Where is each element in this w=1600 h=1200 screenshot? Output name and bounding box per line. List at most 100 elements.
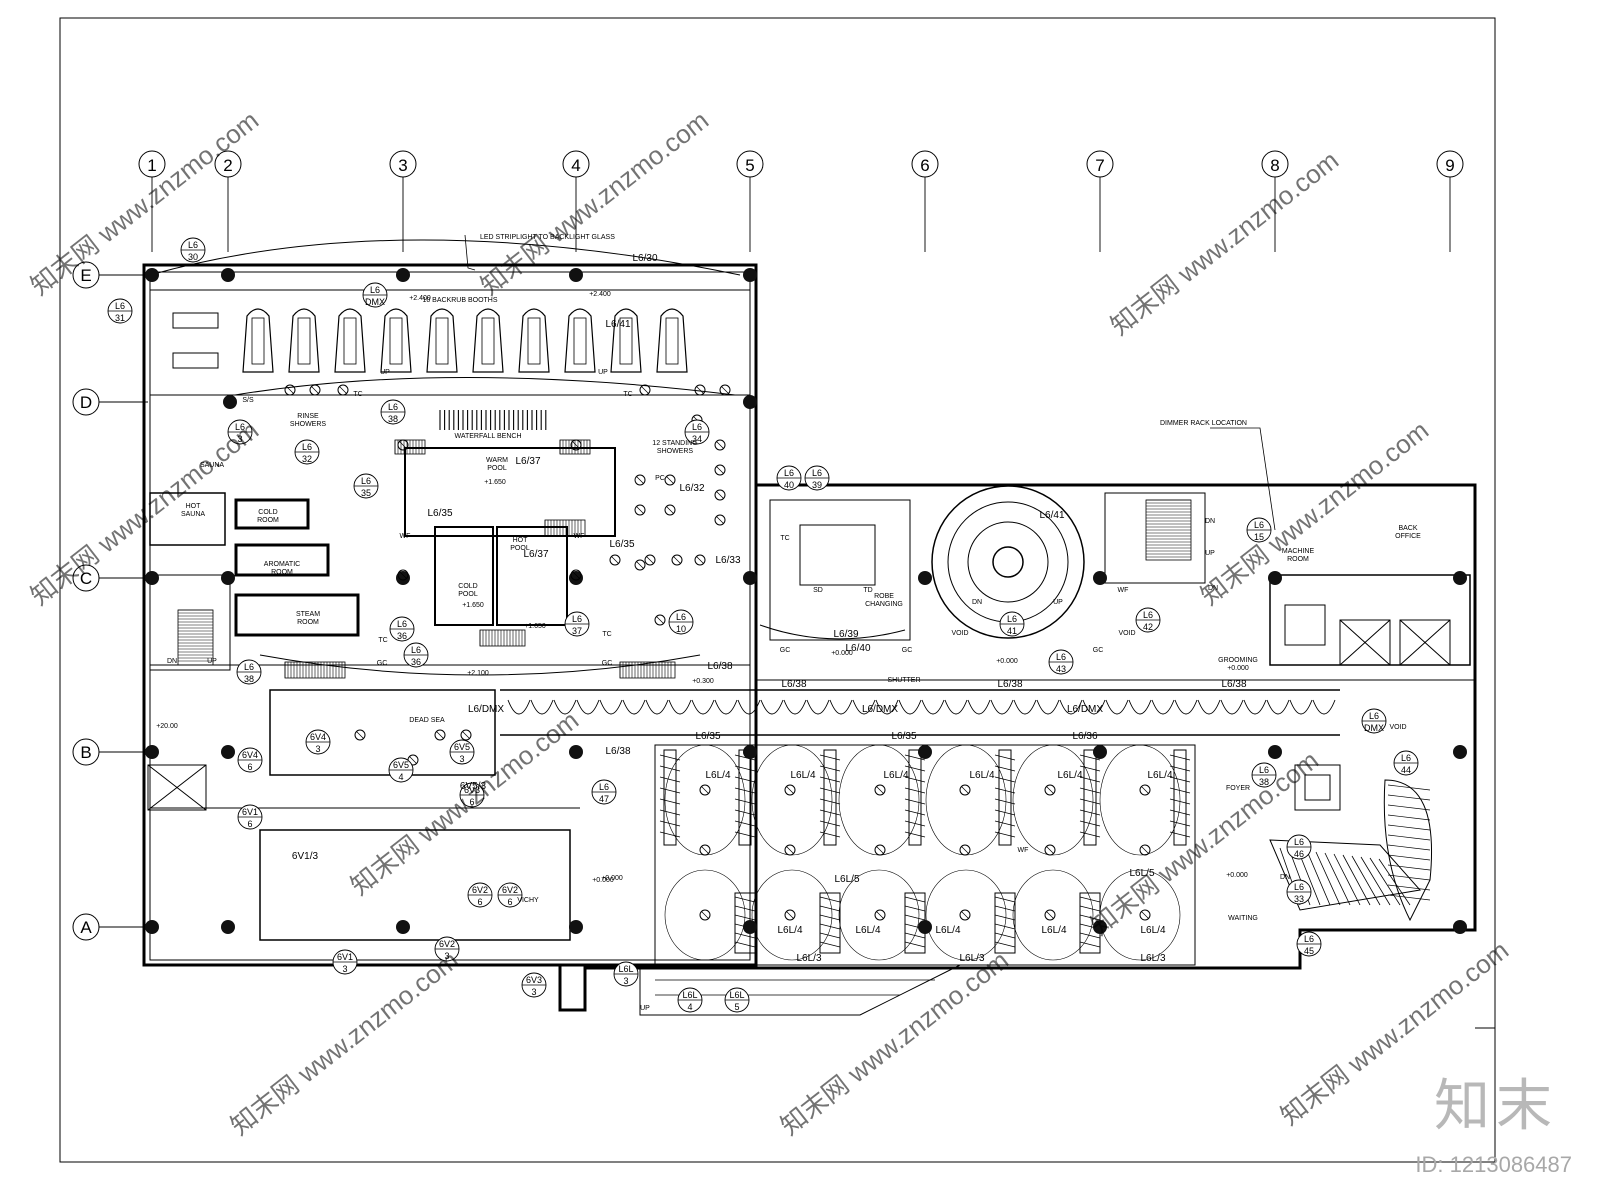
circuit-run-label: L6L/4: [1057, 770, 1082, 781]
light-fixture-mark: [399, 571, 407, 579]
circuit-callout-panel: 6V2: [472, 885, 488, 895]
backrub-booth: [472, 308, 504, 373]
circuit-run-label: L6/38: [1221, 679, 1246, 690]
circuit-callout-panel: L6: [397, 619, 407, 629]
structural-column: [569, 268, 583, 282]
stair-tread: [1369, 857, 1401, 906]
circuit-run-label: L6/37: [515, 456, 540, 467]
bed-hatch: [819, 754, 841, 761]
light-fixture: [874, 909, 886, 921]
booth-bed: [343, 317, 357, 365]
grid-label-1: 1: [147, 156, 156, 175]
structural-column: [1268, 745, 1282, 759]
light-fixture-mark: [656, 616, 664, 624]
circuit-callout-number: 30: [188, 252, 198, 262]
circuit-run-label: L6L/3: [796, 953, 821, 964]
circuit-callout-panel: L6: [302, 442, 312, 452]
light-fixture-mark: [1046, 846, 1054, 854]
fixture-tag: GC: [902, 647, 913, 654]
bed-hatch: [904, 809, 926, 816]
backrub-booth: [518, 308, 550, 373]
grid-bubble-5: [736, 150, 764, 178]
stair-tread: [1351, 855, 1381, 906]
circuit-run-label: L6/DMX: [1067, 704, 1103, 715]
grid-bubble-4: [562, 150, 590, 178]
light-fixture: [634, 559, 646, 571]
corridor-scallop: [1220, 699, 1244, 715]
light-fixture: [284, 384, 296, 396]
circuit-run-label: L6L/4: [883, 770, 908, 781]
grid-label-5: 5: [745, 156, 754, 175]
circuit-run-label: L6L/4: [777, 925, 802, 936]
corridor-scallop: [668, 699, 692, 715]
circuit-callout-panel: L6: [1304, 934, 1314, 944]
circuit-callout-number: 38: [388, 414, 398, 424]
light-fixture-mark: [666, 476, 674, 484]
stair-block: [619, 661, 676, 679]
bed-hatch: [734, 820, 756, 827]
light-fixture-mark: [701, 786, 709, 794]
light-fixture-mark: [673, 556, 681, 564]
circuit-callout-number: 32: [302, 454, 312, 464]
circuit-callout-number: 34: [692, 434, 702, 444]
structural-column: [1453, 920, 1467, 934]
corridor-scallop: [1105, 699, 1129, 715]
dimmer-note: DIMMER RACK LOCATION: [1160, 420, 1247, 427]
corridor-scallop: [1289, 699, 1313, 715]
light-fixture: [714, 514, 726, 526]
circuit-run-label: L6/30: [632, 253, 657, 264]
stair-tread: [1387, 864, 1431, 871]
room-label-waterfall: WATERFALL BENCH: [454, 433, 521, 440]
watermark: 知末网 www.znzmo.com: [1195, 415, 1434, 611]
light-fixture: [699, 784, 711, 796]
room-label-backrub: 10 BACKRUB BOOTHS: [422, 297, 497, 304]
bed-hatch: [734, 932, 756, 939]
room-label-shutter: SHUTTER: [887, 677, 920, 684]
bed-hatch: [819, 831, 841, 838]
light-fixture-mark: [786, 846, 794, 854]
circuit-run-label: L6/38: [605, 746, 630, 757]
bed-hatch: [819, 776, 841, 783]
grid-bubble-B: [72, 738, 100, 766]
light-fixture: [309, 384, 321, 396]
corridor-scallop: [829, 699, 853, 715]
light-fixture-mark: [1141, 846, 1149, 854]
room-label-sauna: SAUNA: [200, 462, 224, 469]
booth-bed: [389, 317, 403, 365]
treatment-bed: [994, 892, 1016, 954]
corridor-scallop: [1151, 699, 1175, 715]
grid-bubble-3: [389, 150, 417, 178]
circuit-callout-number: 43: [1056, 664, 1066, 674]
circuit-arc: [838, 744, 920, 856]
light-fixture: [1044, 844, 1056, 856]
led-note: LED STRIPLIGHT TO BACKLIGHT GLASS: [480, 234, 615, 241]
corridor-scallop: [760, 699, 784, 715]
backrub-booth: [610, 308, 642, 373]
grid-bubble-E: [72, 261, 100, 289]
structural-column: [223, 395, 237, 409]
circuit-callout-panel: L6: [411, 645, 421, 655]
circuit-run-label: L6L/4: [790, 770, 815, 781]
light-fixture-mark: [1046, 911, 1054, 919]
circuit-callout-panel: L6L: [682, 990, 697, 1000]
light-fixture: [354, 729, 366, 741]
bed-hatch: [1079, 798, 1101, 805]
bed-hatch: [1169, 765, 1191, 772]
light-fixture: [570, 569, 582, 581]
circuit-callout-panel: L6: [1254, 520, 1264, 530]
fixture-tag: SD: [813, 587, 823, 594]
circuit-arc: [1012, 744, 1094, 856]
corridor-scallop: [1059, 699, 1083, 715]
structural-column: [145, 745, 159, 759]
fixture-tag: TC: [378, 637, 387, 644]
corridor-scallop: [1082, 699, 1106, 715]
corridor-scallop: [967, 699, 991, 715]
light-fixture-mark: [1141, 786, 1149, 794]
circuit-callout-panel: 6V1: [242, 807, 258, 817]
grid-bubble-7: [1086, 150, 1114, 178]
structural-column: [145, 268, 159, 282]
structural-column: [743, 395, 757, 409]
bed-hatch: [994, 896, 1016, 903]
